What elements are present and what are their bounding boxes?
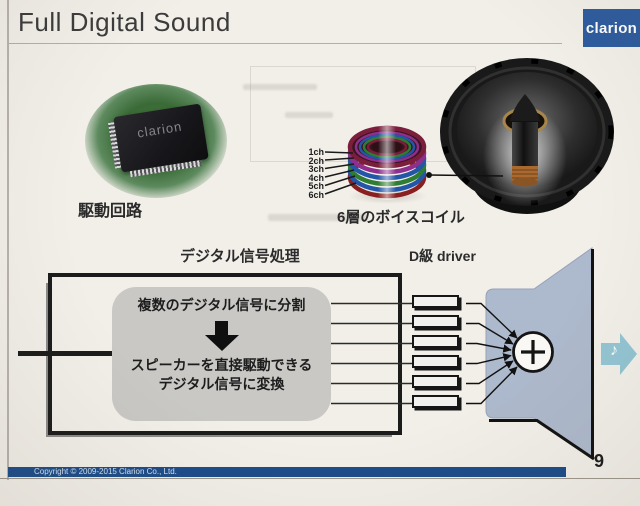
driver-box-2: [412, 315, 459, 328]
channel-label-2: 2ch: [308, 155, 324, 166]
driver-box-6: [412, 395, 459, 408]
page-edge: [7, 0, 9, 480]
driver-box-4: [412, 355, 459, 368]
page-title: Full Digital Sound: [18, 7, 231, 37]
page-number: 9: [594, 451, 605, 471]
driver-box-3: [412, 335, 459, 348]
channel-label-1: 1ch: [308, 147, 324, 157]
title-divider: [8, 43, 562, 44]
clarion-logo: clarion: [583, 9, 640, 47]
output-horn-shape: [485, 247, 595, 461]
down-arrow-icon: [204, 321, 239, 351]
ghost-showthrough-text: [268, 214, 368, 221]
voice-coil-former: [512, 122, 538, 168]
music-note-icon: ♪: [610, 342, 618, 359]
drive-circuit-photo: clarion: [85, 84, 227, 198]
channel-label-6: 6ch: [308, 189, 324, 200]
channel-label-5: 5ch: [308, 181, 324, 191]
coil-caption: 6層のボイスコイル: [337, 209, 465, 226]
sum-icon: [512, 331, 554, 373]
drive-circuit-label: 駆動回路: [78, 203, 143, 220]
driver-box-5: [412, 375, 459, 388]
process-step1: 複数のデジタル信号に分割: [137, 297, 306, 313]
dsp-process-box: 複数のデジタル信号に分割 スピーカーを直接駆動できる デジタル信号に変換: [112, 287, 331, 421]
process-step2-line1: スピーカーを直接駆動できる: [130, 357, 313, 373]
input-signal-line: [18, 351, 113, 356]
chip-brand-text: clarion: [136, 118, 184, 141]
channel-label-3: 3ch: [308, 164, 324, 174]
driver-box-1: [412, 295, 459, 308]
voice-coil-image: [347, 125, 427, 200]
class-d-driver-label: D級 driver: [409, 248, 476, 264]
dsp-section-label: デジタル信号処理: [180, 248, 300, 265]
page-edge: [0, 478, 640, 479]
phase-plug: [510, 94, 540, 121]
driver-sum-arrows: [466, 302, 518, 405]
process-step2-line2: デジタル信号に変換: [158, 376, 285, 392]
ic-chip: clarion: [113, 103, 209, 173]
ghost-showthrough-text: [285, 112, 333, 118]
copyright-bar: Copyright © 2009-2015 Clarion Co., Ltd.: [8, 467, 566, 477]
channel-label-4: 4ch: [308, 172, 324, 183]
ghost-showthrough-text: [243, 84, 317, 90]
speaker-photo: [440, 58, 614, 214]
